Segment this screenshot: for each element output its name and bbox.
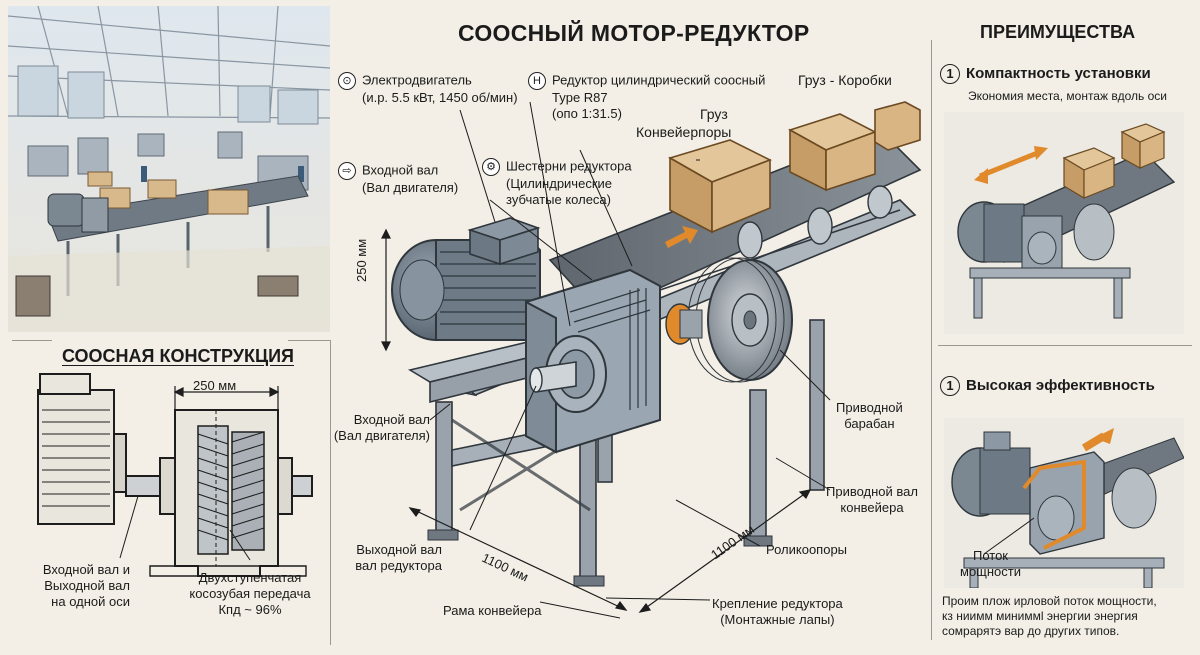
callout-drive-drum: Приводной барабан xyxy=(836,400,903,432)
efficiency-note-line-1: Проим плож ирловой поток мощности, xyxy=(942,594,1157,608)
callout-output-shaft: Выходной вал вал редуктора xyxy=(310,542,442,574)
advantage-1-number: 1 xyxy=(940,64,960,84)
power-flow-label: Поток мощности xyxy=(960,548,1021,580)
efficiency-note: Проим плож ирловой поток мощности, кз ни… xyxy=(942,594,1196,639)
callout-mount: Крепление редуктора (Монтажные лапы) xyxy=(712,596,843,628)
efficiency-note-line-3: сомрарятэ вар до других типов. xyxy=(942,624,1120,638)
callout-cargo-boxes: Груз - Коробки xyxy=(798,72,892,88)
gear-ring-icon: ⊙ xyxy=(338,72,356,90)
coax-gear-line-2: косозубая передача xyxy=(189,586,311,601)
callout-conveyor-drive-shaft-detail: конвейера xyxy=(840,500,904,515)
coax-shafts-label: Входной вал и Выходной вал на одной оси xyxy=(30,562,130,610)
coax-width-dimension: 250 мм xyxy=(193,378,237,393)
advantage-2-title: Высокая эффективность xyxy=(966,377,1155,394)
coax-section-title: СООСНАЯ КОНСТРУКЦИЯ xyxy=(62,346,294,366)
callout-input-shaft-top-title: Входной вал xyxy=(362,162,439,178)
height-dimension: 250 мм xyxy=(354,238,369,282)
divider-left xyxy=(330,340,331,645)
advantage-1-desc: Экономия места, монтаж вдоль оси xyxy=(968,89,1167,103)
advantage-1: 1 Компактность установки Экономия места, … xyxy=(940,64,1194,104)
callout-reducer-model: Type R87 xyxy=(552,90,608,105)
callout-input-shaft-top-detail: (Вал двигателя) xyxy=(362,180,459,195)
power-flow-line-1: Поток xyxy=(972,548,1008,563)
callout-gears-detail-2: зубчатые колеса) xyxy=(506,192,611,207)
callout-input-shaft-top: ⇨ Входной вал (Вал двигателя) xyxy=(338,162,458,196)
callout-output-shaft-title: Выходной вал xyxy=(356,542,442,557)
callout-drive-drum-detail: барабан xyxy=(844,416,895,431)
callout-input-shaft-mid-title: Входной вал xyxy=(353,412,430,427)
advantages-title: ПРЕИМУЩЕСТВА xyxy=(980,22,1136,42)
callout-reducer: H Редуктор цилиндрический соосный Type R8… xyxy=(528,72,765,122)
callout-cargo: Груз xyxy=(700,106,728,122)
advantage-2: 1 Высокая эффективность xyxy=(940,376,1194,396)
coax-shafts-line-2: Выходной вал xyxy=(44,578,130,593)
coax-shafts-line-1: Входной вал и xyxy=(42,562,130,577)
callout-drive-drum-title: Приводной xyxy=(836,400,903,415)
callout-conveyor-rollers: Конвейерпоры xyxy=(636,124,732,140)
main-title: СООСНЫЙ МОТОР-РЕДУКТОР xyxy=(458,20,810,46)
efficiency-illustration xyxy=(944,418,1185,589)
callout-input-shaft-mid: Входной вал (Вал двигателя) xyxy=(300,412,430,444)
callout-motor: ⊙ Электродвигатель (и.р. 5.5 кВт, 1450 об… xyxy=(338,72,518,106)
factory-scene xyxy=(7,5,331,332)
callout-motor-title: Электродвигатель xyxy=(362,72,472,88)
arrow-right-icon: ⇨ xyxy=(338,162,356,180)
power-flow-line-2: мощности xyxy=(960,564,1021,579)
divider-left-mid2 xyxy=(288,340,330,341)
callout-mount-detail: (Монтажные лапы) xyxy=(720,612,835,627)
h-coupling-icon: H xyxy=(528,72,546,90)
main-illustration xyxy=(340,90,930,650)
callout-input-shaft-mid-detail: (Вал двигателя) xyxy=(333,428,430,443)
callout-motor-detail: (и.р. 5.5 кВт, 1450 об/мин) xyxy=(362,90,518,105)
callout-gears-title: Шестерни редуктора xyxy=(506,158,632,174)
gear-icon: ⚙ xyxy=(482,158,500,176)
callout-reducer-ratio: (опо 1:31.5) xyxy=(552,106,622,121)
coax-gear-line-1: Двухступенчатая xyxy=(198,570,302,585)
callout-idlers: Роликоопоры xyxy=(766,542,848,557)
callout-conveyor-drive-shaft-title: Приводной вал xyxy=(826,484,918,499)
callout-reducer-title: Редуктор цилиндрический соосный xyxy=(552,72,766,88)
advantage-2-number: 1 xyxy=(940,376,960,396)
coax-diagram xyxy=(20,370,325,590)
callout-gears-detail-1: (Цилиндрические xyxy=(506,176,612,191)
callout-conveyor-drive-shaft: Приводной вал конвейера xyxy=(826,484,918,516)
divider-right-mid xyxy=(938,345,1192,346)
coax-gear-label: Двухступенчатая косозубая передача Кпд ~… xyxy=(180,570,320,618)
efficiency-note-line-2: кз ниимм миниммl энергии энергия xyxy=(942,609,1138,623)
coax-gear-line-3: Кпд ~ 96% xyxy=(218,602,282,617)
divider-left-mid xyxy=(12,340,52,341)
callout-gears: ⚙ Шестерни редуктора (Цилиндрические зубч… xyxy=(482,158,632,208)
callout-output-shaft-detail: вал редуктора xyxy=(355,558,442,573)
coax-shafts-line-3: на одной оси xyxy=(51,594,130,609)
callout-frame: Рама конвейера xyxy=(443,603,542,618)
advantage-1-title: Компактность установки xyxy=(966,65,1151,82)
compact-illustration xyxy=(944,112,1184,334)
divider-right xyxy=(931,40,932,640)
callout-mount-title: Крепление редуктора xyxy=(712,596,843,611)
